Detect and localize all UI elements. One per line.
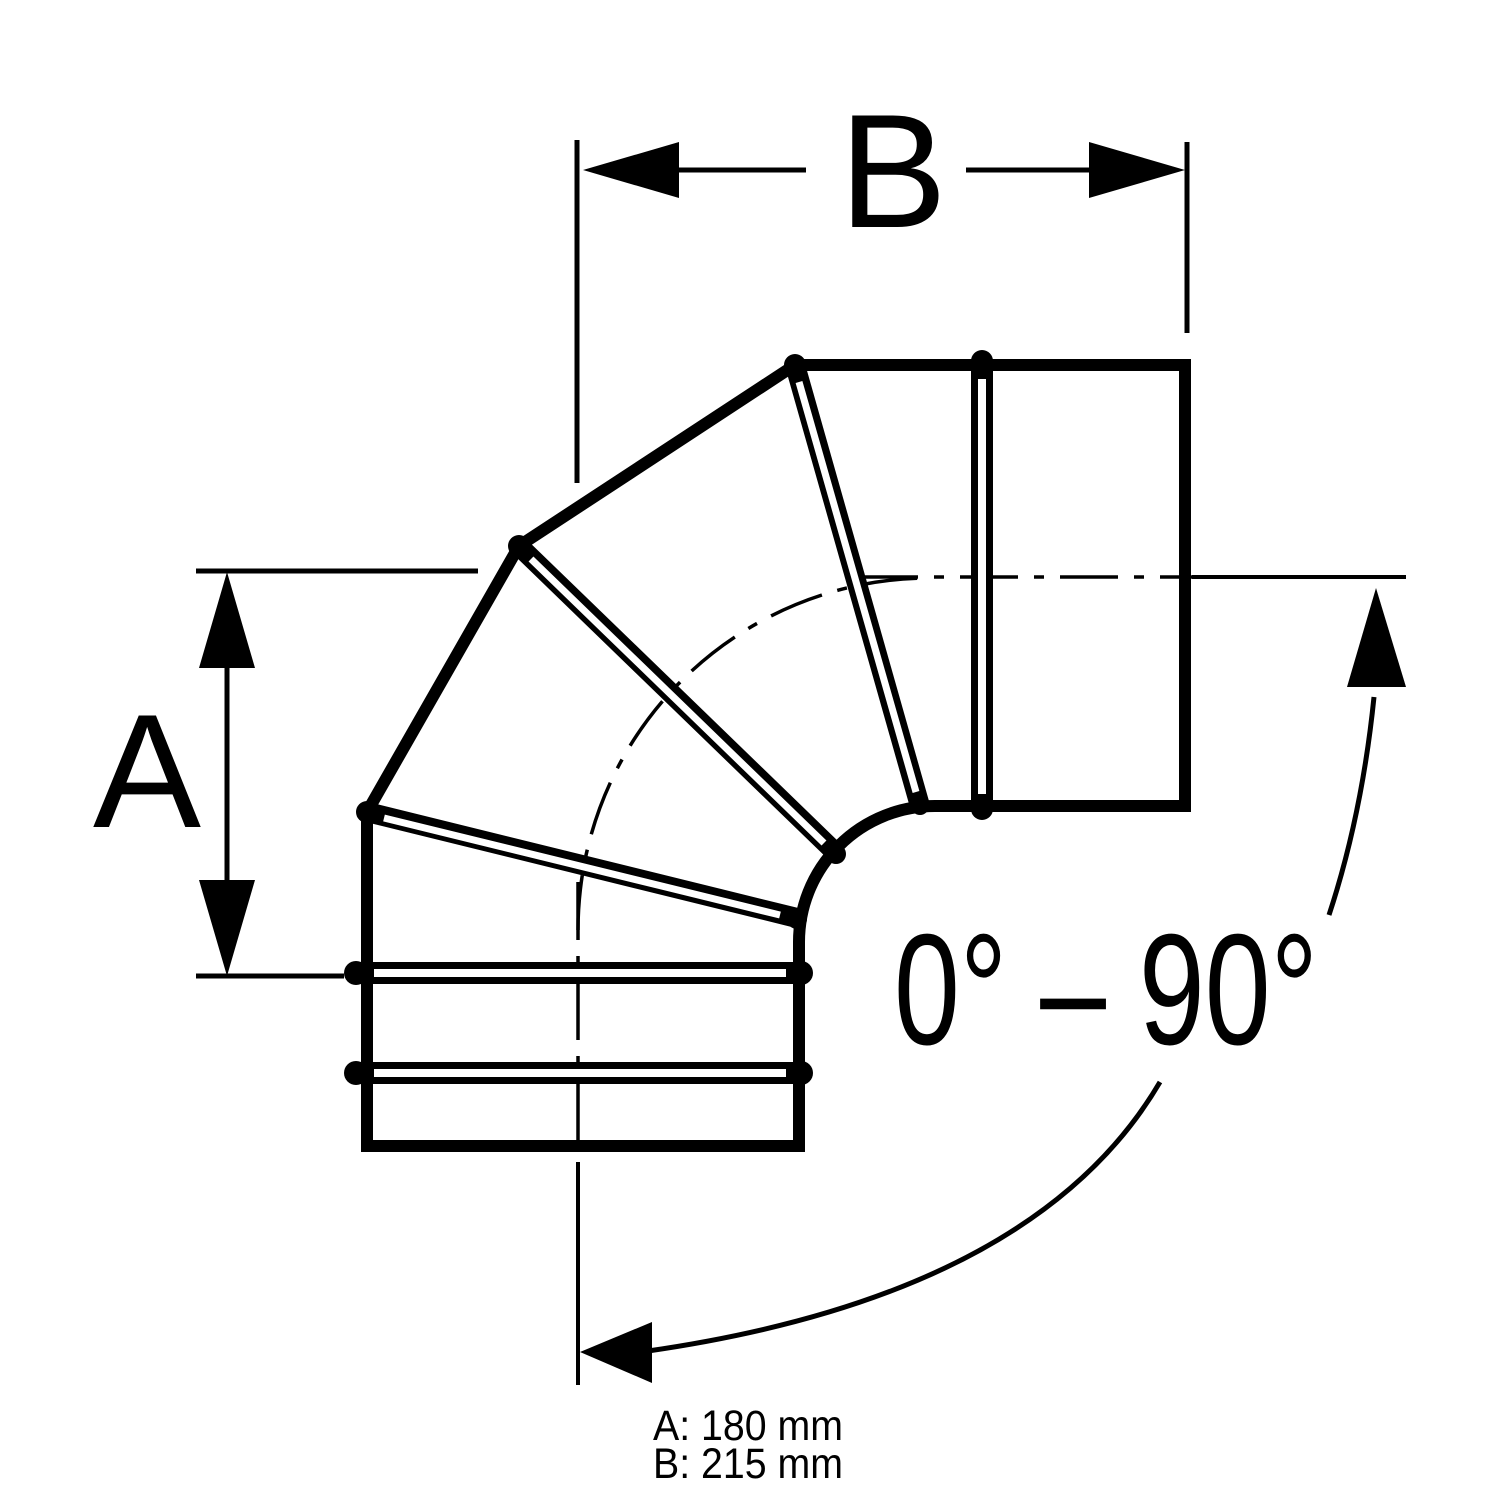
bead-ring2-left (344, 1061, 368, 1085)
arrowhead-angle-left (580, 1322, 652, 1383)
bead-corner-2 (508, 535, 530, 557)
dimension-b-letter: B (839, 81, 947, 262)
bead-throat-2 (826, 844, 846, 864)
bead-ring1-right (789, 961, 813, 985)
seam-1-core (383, 814, 781, 919)
seam-3-core (795, 381, 920, 793)
joint-beads (344, 350, 993, 1085)
arrowhead-b-right (1089, 142, 1185, 198)
dimension-b: B (583, 81, 1190, 333)
arrowhead-b-left (583, 142, 679, 198)
arrowhead-a-up (199, 572, 255, 668)
angle-arc-lower (647, 1080, 1163, 1354)
angle-arc-upper (1326, 696, 1377, 916)
arrowhead-angle-up (1347, 588, 1406, 687)
bead-ring1-left (344, 961, 368, 985)
centerlines (196, 140, 1406, 1385)
legend-value-a: A: 180 mm (653, 1402, 843, 1450)
dimension-a-letter: A (93, 681, 201, 862)
bead-ring2-right (789, 1061, 813, 1085)
arrowhead-a-down (199, 880, 255, 976)
seam-2-core (528, 556, 827, 846)
angle-range-label: 0° – 90° (894, 902, 1318, 1078)
segment-seams (356, 362, 993, 1084)
bead-corner-1 (356, 801, 378, 823)
legend-value-b: B: 215 mm (653, 1440, 843, 1488)
angle-annotation: 0° – 90° (580, 588, 1406, 1383)
legend: A: 180 mm B: 215 mm (653, 1402, 843, 1488)
dimension-a: A (93, 572, 344, 979)
bead-outlet-bottom (971, 798, 993, 820)
bead-throat-3 (911, 797, 929, 815)
bead-throat-1 (787, 909, 807, 929)
bead-corner-3 (784, 354, 806, 376)
bead-outlet-top (971, 350, 993, 372)
